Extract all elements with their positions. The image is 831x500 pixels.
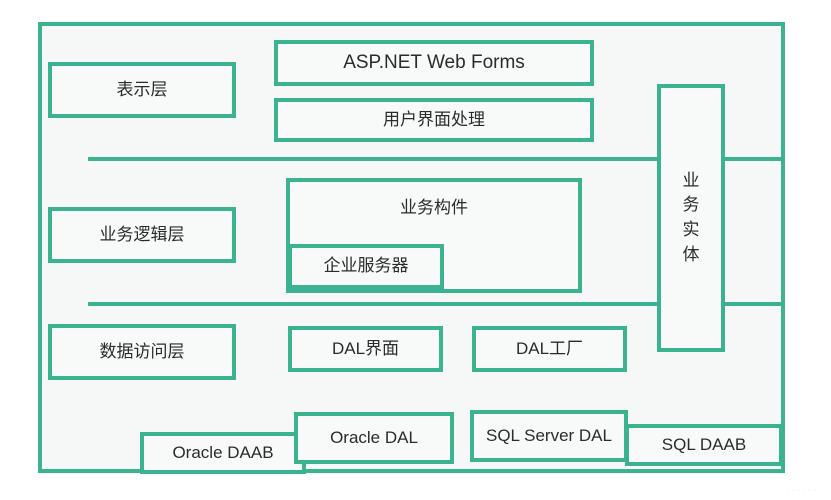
node-business-entity-char-3: 实	[682, 220, 700, 239]
layer-separator-1-left	[88, 157, 658, 161]
layer-label-presentation: 表示层	[48, 62, 236, 118]
node-ui-processing[interactable]: 用户界面处理	[274, 98, 594, 142]
node-business-entity-char-2: 务	[682, 195, 700, 215]
node-dal-interface-text: DAL界面	[331, 338, 400, 358]
node-sql-server-dal[interactable]: SQL Server DAL	[470, 410, 628, 462]
node-oracle-daab-text: Oracle DAAB	[172, 442, 274, 462]
node-enterprise-server[interactable]: 企业服务器	[288, 244, 444, 289]
node-asp-net-web-forms[interactable]: ASP.NET Web Forms	[274, 40, 594, 86]
node-business-entity-char-1: 业	[682, 170, 700, 190]
node-enterprise-server-text: 企业服务器	[323, 256, 409, 276]
layer-label-presentation-text: 表示层	[116, 79, 168, 99]
node-dal-factory-text: DAL工厂	[515, 338, 584, 358]
node-business-entity-char-4: 体	[682, 244, 700, 264]
node-oracle-dal-text: Oracle DAL	[330, 427, 418, 447]
node-sql-daab[interactable]: SQL DAAB	[625, 424, 783, 466]
watermark: · · · · · ·	[786, 487, 817, 494]
node-dal-interface[interactable]: DAL界面	[288, 326, 443, 372]
node-oracle-dal[interactable]: Oracle DAL	[294, 412, 454, 464]
node-oracle-daab[interactable]: Oracle DAAB	[140, 432, 306, 474]
node-business-components-text: 业务构件	[400, 198, 468, 217]
node-dal-factory[interactable]: DAL工厂	[472, 326, 627, 372]
layer-separator-2-right	[725, 302, 783, 306]
node-ui-processing-text: 用户界面处理	[383, 109, 485, 129]
layer-label-data-access: 数据访问层	[48, 324, 236, 380]
node-sql-server-dal-text: SQL Server DAL	[486, 425, 612, 445]
layer-label-data-access-text: 数据访问层	[99, 341, 185, 361]
node-business-entity-spine[interactable]: 业 务 实 体	[657, 84, 725, 352]
layer-label-business-logic: 业务逻辑层	[48, 207, 236, 263]
layer-separator-1-right	[725, 157, 783, 161]
layer-separator-2-left	[88, 302, 658, 306]
node-sql-daab-text: SQL DAAB	[661, 434, 747, 454]
layer-label-business-logic-text: 业务逻辑层	[99, 224, 185, 244]
node-asp-net-web-forms-text: ASP.NET Web Forms	[343, 51, 525, 73]
